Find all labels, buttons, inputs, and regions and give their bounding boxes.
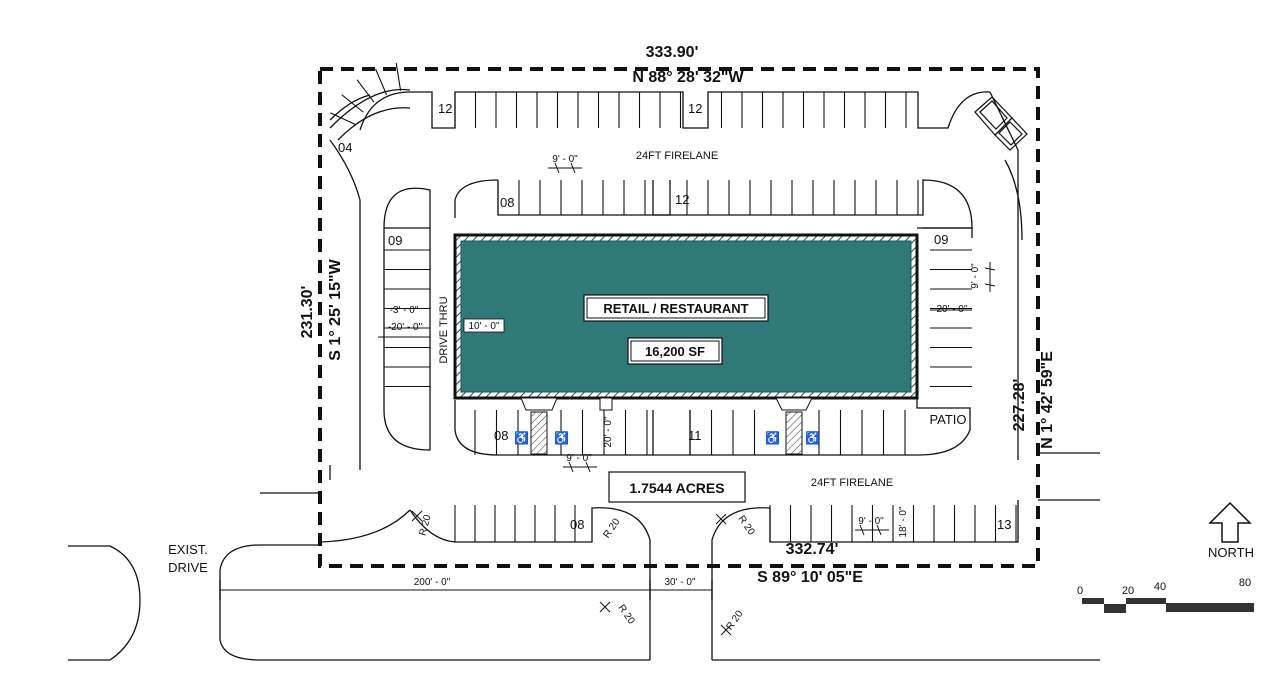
count-top-left: 12 — [438, 101, 452, 116]
curb-lines — [68, 88, 1100, 661]
dim-radius-3: R 20 — [735, 514, 756, 538]
count-inner-left: 08 — [500, 195, 514, 210]
dim-drive-thru-width: 10' - 0" — [468, 321, 499, 332]
scale-20: 20 — [1122, 585, 1134, 597]
building: RETAIL / RESTAURANT 16,200 SF — [453, 233, 919, 400]
accessible-aisles — [520, 397, 813, 455]
site-labels: 24FT FIRELANE 24FT FIRELANE DRIVE THRU P… — [168, 150, 966, 575]
bottom-length: 332.74' — [786, 541, 839, 558]
stall-line — [341, 94, 364, 113]
right-length: 227.28' — [1011, 379, 1028, 432]
dim-stall-depth-west: -20' - 0" — [388, 322, 423, 333]
exist-drive-label-2: DRIVE — [168, 560, 208, 575]
patio-label: PATIO — [929, 412, 966, 427]
firelane-top-label: 24FT FIRELANE — [636, 150, 718, 162]
scale-0: 0 — [1077, 585, 1083, 597]
dim-radius-2: R 20 — [601, 516, 622, 540]
north-arrow-icon: NORTH — [1208, 501, 1254, 560]
scale-40: 40 — [1154, 581, 1166, 593]
dim-radius-1: R 20 — [418, 513, 434, 537]
count-south-left: 08 — [494, 428, 508, 443]
count-inner-right: 12 — [675, 192, 689, 207]
top-length: 333.90' — [646, 44, 699, 61]
svg-text:♿: ♿ — [765, 431, 780, 445]
left-bearing: S 1° 25' 15"W — [327, 258, 344, 360]
stall-line — [356, 79, 375, 103]
count-bottom-right: 13 — [997, 517, 1011, 532]
parking-counts: 12 12 04 08 12 09 09 08 11 08 13 — [338, 101, 1011, 532]
dim-road-30: 30' - 0" — [664, 577, 695, 588]
dim-stall-width-east: 9' - 0" — [970, 263, 981, 289]
count-east: 09 — [934, 232, 948, 247]
building-area-label: 16,200 SF — [645, 344, 705, 359]
property-boundary — [318, 67, 1040, 568]
building-use-label: RETAIL / RESTAURANT — [603, 301, 748, 316]
count-bottom-left: 08 — [570, 517, 584, 532]
stall-line — [375, 68, 388, 95]
scale-bar: 0 20 40 80 — [1077, 577, 1254, 613]
accessible-parking-icon: ♿ ♿ ♿ ♿ — [514, 431, 820, 445]
count-top-right: 12 — [688, 101, 702, 116]
count-west: 09 — [388, 233, 402, 248]
svg-text:♿: ♿ — [514, 431, 529, 445]
north-label: NORTH — [1208, 545, 1254, 560]
dimension-labels: 9' - 0" 9' - 0" 9' - 0" 9' - 0" 20' - 0"… — [378, 154, 996, 636]
exist-drive-label-1: EXIST. — [168, 542, 208, 557]
dim-west-offset: -3' - 0" — [390, 305, 419, 316]
count-south-right: 11 — [688, 428, 702, 443]
dim-bottom-depth: 18' - 0" — [898, 506, 909, 537]
parking-stalls — [330, 62, 1017, 542]
firelane-bottom-label: 24FT FIRELANE — [811, 477, 893, 489]
site-area-label: 1.7544 ACRES — [629, 480, 724, 496]
stall-line — [330, 112, 356, 126]
svg-text:♿: ♿ — [805, 431, 820, 445]
top-bearing: N 88° 28' 32"W — [632, 69, 744, 86]
left-length: 231.30' — [299, 286, 316, 339]
dim-stall-width-south: 9' - 0" — [566, 453, 592, 464]
count-corner-nw: 04 — [338, 140, 352, 155]
dumpster-enclosure — [974, 96, 1028, 151]
stall-line — [395, 62, 402, 91]
dim-stall-width-bottom: 9' - 0" — [858, 516, 884, 527]
bottom-bearing: S 89° 10' 05"E — [757, 569, 863, 586]
dim-stall-width-top: 9' - 0" — [552, 154, 578, 165]
dim-radius-4: R 20 — [615, 603, 636, 627]
dim-road-200: 200' - 0" — [414, 577, 451, 588]
dim-south-depth: 20' - 0" — [603, 416, 614, 447]
right-bearing: N 1° 42' 59"E — [1039, 351, 1056, 449]
boundary-labels: 333.90' N 88° 28' 32"W 332.74' S 89° 10'… — [299, 44, 1056, 586]
scale-80: 80 — [1239, 577, 1251, 589]
svg-text:♿: ♿ — [554, 431, 569, 445]
drive-thru-label: DRIVE THRU — [438, 296, 450, 363]
